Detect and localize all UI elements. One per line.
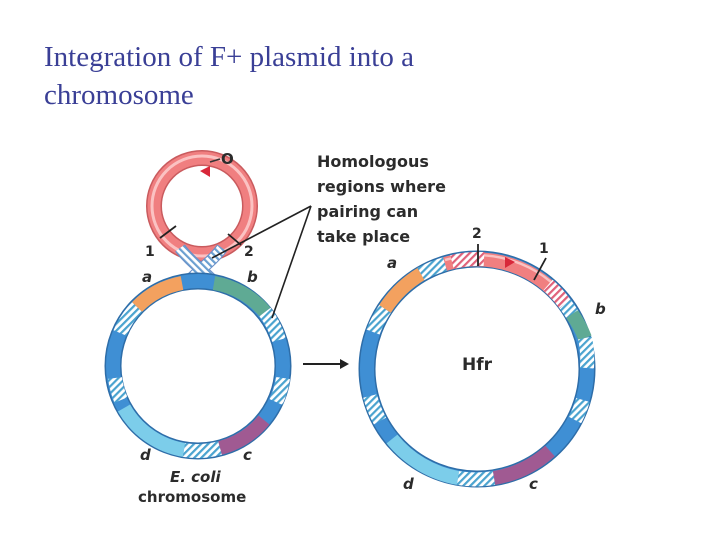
ecoli-hatch-right-top	[259, 307, 286, 343]
ecoli-name-line-1: E. coli	[170, 468, 222, 486]
ecoli-gene-b-label: b	[247, 268, 258, 286]
callout-pointer-lower	[271, 205, 312, 319]
plasmid-site1-marker	[159, 225, 177, 239]
hfr-hatch-left-low	[363, 394, 387, 425]
plasmid-origin-line	[209, 158, 221, 163]
callout-line-2: regions where	[317, 177, 446, 196]
plasmid-origin-arrow-icon	[200, 166, 210, 177]
callout-pointer-upper	[211, 205, 312, 259]
ecoli-chromosome: a b c d E. coli chromosome	[104, 268, 292, 506]
integration-arrow-head	[340, 359, 349, 369]
ecoli-gene-c-label: c	[243, 446, 252, 464]
homologous-callout: Homologous regions where pairing can tak…	[211, 152, 446, 319]
ecoli-gene-a-label: a	[142, 268, 152, 286]
callout-line-1: Homologous	[317, 152, 429, 171]
ecoli-gene-d-label: d	[140, 446, 151, 464]
integration-arrow-icon	[303, 359, 349, 369]
ecoli-name-line-2: chromosome	[138, 488, 246, 506]
ecoli-gene-a-segment	[132, 276, 184, 313]
hfr-chromosome: 2 1 a b c d Hfr	[358, 226, 606, 493]
f-plasmid: O 1 2	[145, 150, 258, 262]
hfr-hatch-right-low	[568, 397, 590, 424]
ecoli-gene-c-segment	[217, 415, 270, 455]
hfr-site2-label: 2	[472, 226, 482, 242]
hfr-center-label: Hfr	[462, 355, 493, 375]
title-line-2: chromosome	[44, 79, 194, 111]
hfr-gene-d-label: d	[403, 475, 414, 493]
hfr-hatch-bottom	[456, 471, 496, 487]
ecoli-hatch-bottom	[182, 441, 222, 459]
plasmid-ring-highlight	[150, 154, 254, 258]
title-line-1: Integration of F+ plasmid into a	[44, 41, 414, 73]
hfr-hatch-left-top	[366, 305, 391, 335]
plasmid-origin-label: O	[221, 150, 234, 168]
ecoli-hatch-left-mid	[108, 376, 128, 403]
hfr-gene-b-label: b	[595, 300, 606, 318]
hfr-gene-a-segment	[379, 268, 425, 313]
hfr-hatch-right-blue	[559, 299, 578, 318]
hfr-gene-a-label: a	[387, 254, 397, 272]
hfr-hatch-right-pink	[543, 279, 571, 309]
callout-line-3: pairing can	[317, 202, 418, 221]
callout-line-4: take place	[317, 227, 410, 246]
hfr-site1-marker	[533, 257, 547, 281]
hfr-site1-label: 1	[539, 241, 549, 257]
hfr-hatch-top-left	[417, 257, 448, 281]
ecoli-gene-d-segment	[117, 404, 186, 457]
hfr-gene-c-label: c	[529, 475, 538, 493]
plasmid-site2-label: 2	[244, 244, 254, 260]
hfr-gene-c-segment	[492, 445, 555, 485]
plasmid-ring	[147, 151, 257, 261]
plasmid-site1-label: 1	[145, 244, 155, 260]
hfr-gene-b-segment	[566, 309, 592, 341]
ecoli-hatch-left-top	[113, 302, 143, 336]
ecoli-gene-b-segment	[212, 276, 271, 317]
hfr-origin-arrow-icon	[505, 257, 515, 268]
hfr-hatch-right-mid	[578, 336, 595, 369]
hfr-hatch-top-pink	[450, 251, 485, 269]
hfr-gene-d-segment	[386, 434, 460, 485]
slide-title: Integration of F+ plasmid into a chromos…	[44, 38, 684, 114]
ecoli-hatch-right-mid	[269, 376, 290, 405]
